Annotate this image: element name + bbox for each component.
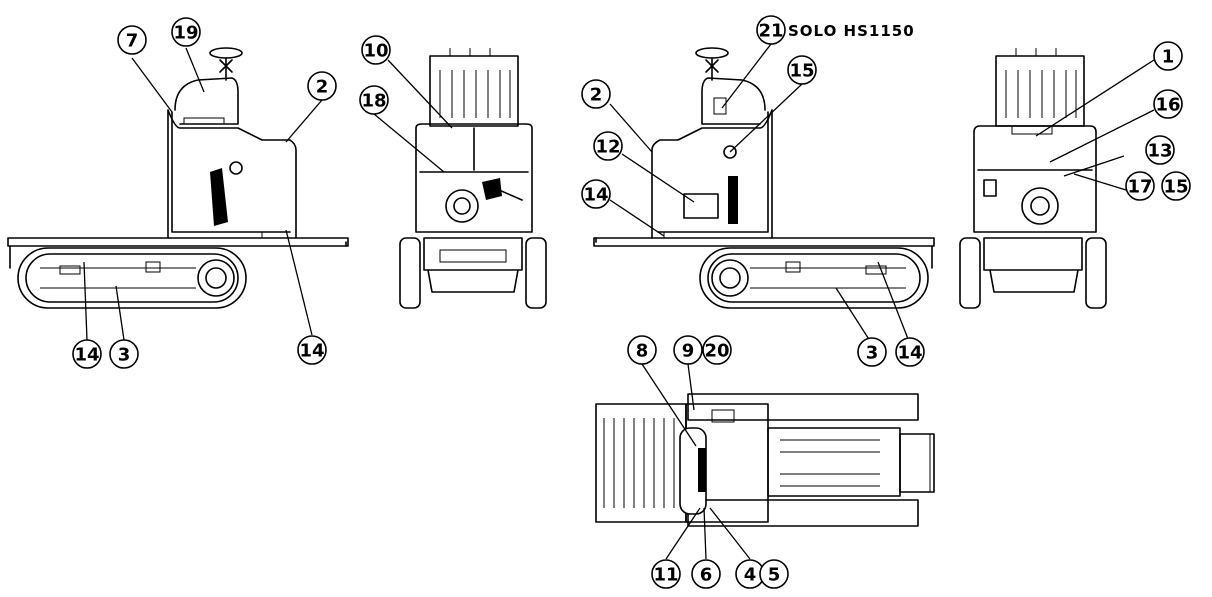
callout-14-left-a-label: 14 [74, 345, 99, 366]
callout-2-left: 2 [307, 71, 337, 101]
callout-14-right-a-label: 14 [583, 185, 608, 206]
callout-14-left-a: 14 [72, 339, 102, 369]
callout-17: 17 [1125, 171, 1155, 201]
callout-20-label: 20 [704, 341, 729, 362]
top-view [595, 393, 935, 527]
model-label: SOLO HS1150 [788, 22, 915, 40]
callout-12-label: 12 [595, 137, 620, 158]
callout-21: 21 [756, 15, 786, 45]
callout-8-label: 8 [636, 341, 649, 362]
callout-10-label: 10 [363, 41, 388, 62]
callout-6-label: 6 [700, 565, 713, 586]
callout-15-right-label: 15 [789, 61, 814, 82]
callout-12: 12 [593, 131, 623, 161]
callout-8: 8 [627, 335, 657, 365]
callout-3-right: 3 [857, 337, 887, 367]
callout-15-right: 15 [787, 55, 817, 85]
callout-15-rear: 15 [1161, 171, 1191, 201]
callout-17-label: 17 [1127, 177, 1152, 198]
callout-11: 11 [651, 559, 681, 589]
callout-7: 7 [117, 25, 147, 55]
callout-3-right-label: 3 [866, 343, 879, 364]
callout-10: 10 [361, 35, 391, 65]
callout-14-right-a: 14 [581, 179, 611, 209]
callout-15-rear-label: 15 [1163, 177, 1188, 198]
rear-view [959, 48, 1107, 309]
callout-13: 13 [1145, 135, 1175, 165]
callout-14-left-b: 14 [297, 335, 327, 365]
leader-lines [83, 43, 1155, 560]
callout-20: 20 [702, 335, 732, 365]
callout-2-left-label: 2 [316, 77, 329, 98]
callout-4-label: 4 [744, 565, 757, 586]
callout-19-label: 19 [173, 23, 198, 44]
callout-5: 5 [759, 559, 789, 589]
callout-14-left-b-label: 14 [299, 341, 324, 362]
callout-14-right-b: 14 [895, 337, 925, 367]
callout-18: 18 [359, 85, 389, 115]
callout-9-label: 9 [682, 341, 695, 362]
callout-9: 9 [673, 335, 703, 365]
callout-3-left-label: 3 [118, 345, 131, 366]
callout-16-label: 16 [1155, 95, 1180, 116]
callout-18-label: 18 [361, 91, 386, 112]
callout-2-right: 2 [581, 79, 611, 109]
callout-19: 19 [171, 17, 201, 47]
callout-1-label: 1 [1162, 47, 1175, 68]
callout-13-label: 13 [1147, 141, 1172, 162]
callout-7-label: 7 [126, 31, 139, 52]
callout-14-right-b-label: 14 [897, 343, 922, 364]
front-view [399, 48, 547, 309]
callout-11-label: 11 [653, 565, 678, 586]
right-side-view [593, 47, 935, 309]
callout-2-right-label: 2 [590, 85, 603, 106]
callout-21-label: 21 [758, 21, 783, 42]
callout-3-left: 3 [109, 339, 139, 369]
callout-6: 6 [691, 559, 721, 589]
callout-16: 16 [1153, 89, 1183, 119]
left-side-view [7, 47, 349, 309]
callout-1: 1 [1153, 41, 1183, 71]
callout-5-label: 5 [768, 565, 781, 586]
